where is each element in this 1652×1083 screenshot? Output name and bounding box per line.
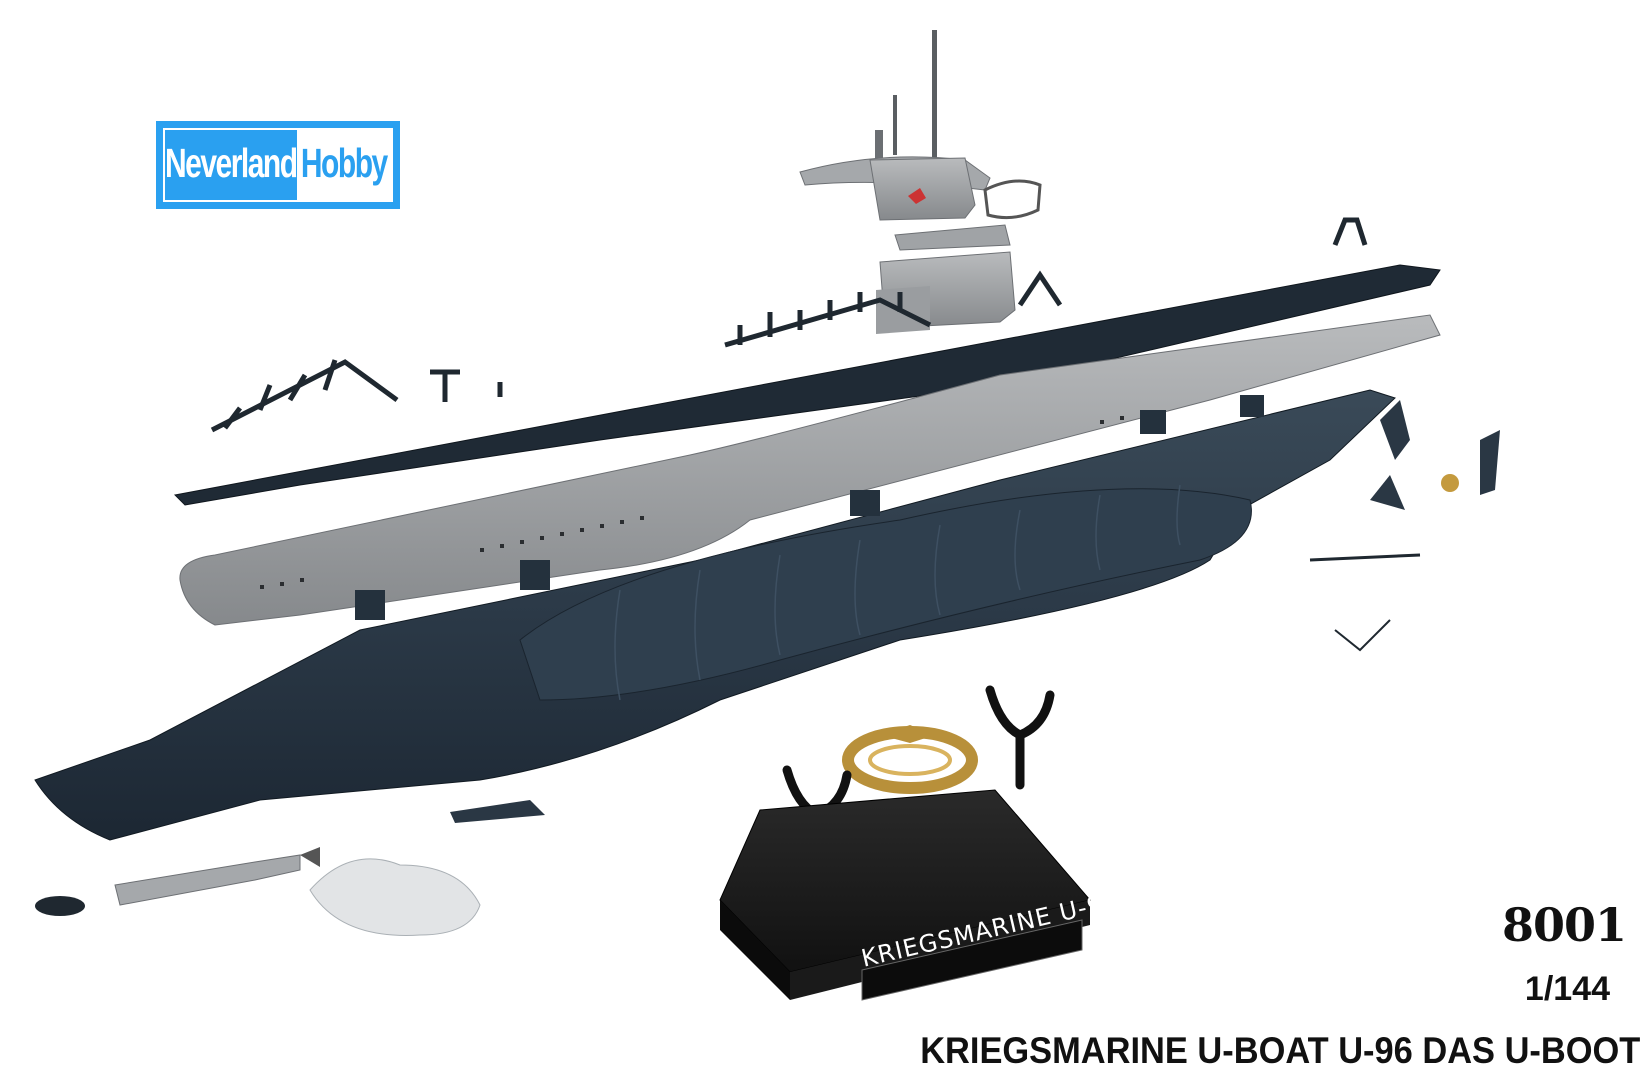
deck-holes (260, 412, 1144, 589)
hull-frames (614, 484, 1181, 701)
display-stand (719, 789, 1091, 1001)
product-code: 8001 (1501, 898, 1627, 952)
brand-logo: Neverland Hobby (156, 121, 400, 209)
conning-tower (799, 30, 1042, 334)
deck-casing (179, 314, 1441, 626)
brand-name-part2: Hobby (300, 142, 388, 187)
small-parts (35, 800, 545, 936)
hull-fins (355, 395, 1264, 620)
product-scale: 1/144 (1524, 970, 1610, 1008)
stern-parts (1309, 400, 1500, 652)
railings (210, 217, 1368, 433)
product-title: KRIEGSMARINE U-BOAT U-96 DAS U-BOOT (919, 1030, 1640, 1071)
hull-saddle-tanks (519, 488, 1252, 701)
gold-badge (842, 725, 978, 794)
brand-name-part1: Neverland (165, 130, 298, 200)
